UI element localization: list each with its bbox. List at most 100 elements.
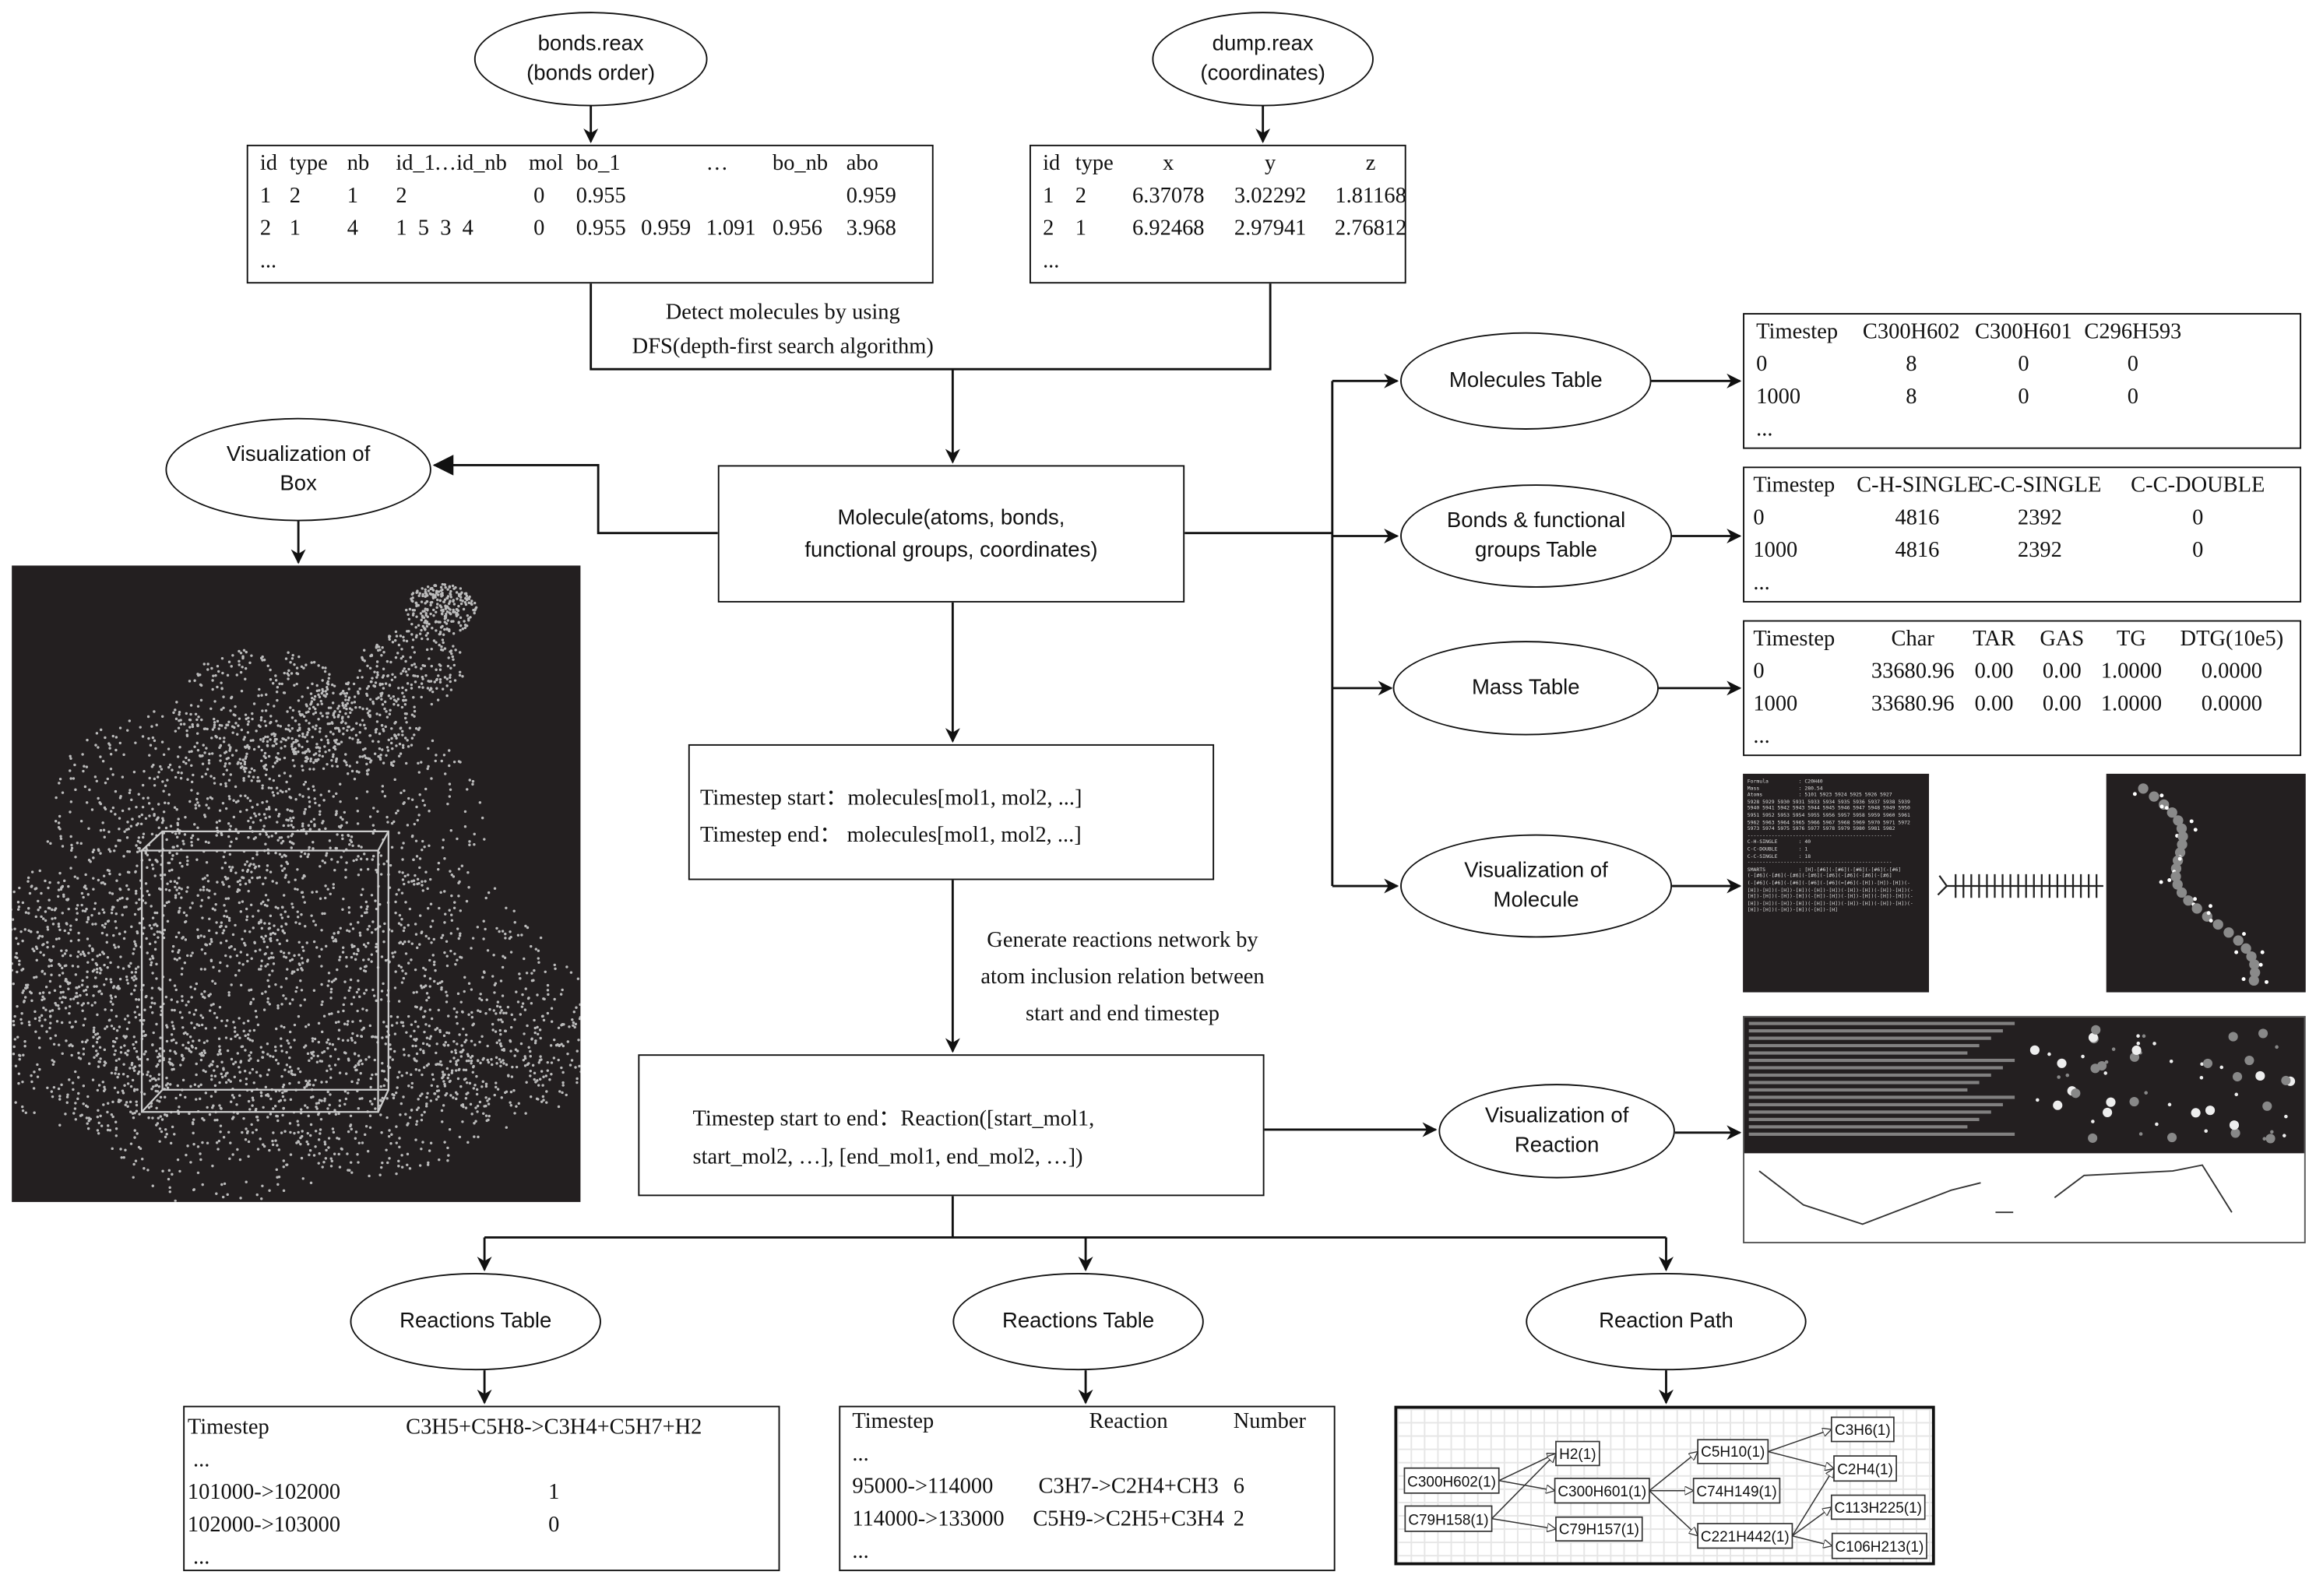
atom-dot <box>286 808 289 811</box>
atom-dot <box>546 1011 550 1015</box>
atom-dot <box>326 1090 329 1094</box>
atom-dot <box>428 622 431 626</box>
atom-dot <box>459 1055 463 1058</box>
atom-dot <box>334 1113 338 1116</box>
atom-dot <box>35 958 38 962</box>
atom-dot <box>462 1049 465 1052</box>
table-cell: 1.81168 <box>1335 185 1406 209</box>
atom-dot <box>51 1063 55 1067</box>
atom-dot <box>299 1108 303 1111</box>
atom-dot <box>239 766 243 769</box>
atom-dot <box>262 813 266 816</box>
atom-dot <box>272 962 276 965</box>
atom-dot <box>351 1032 354 1035</box>
atom-dot <box>300 912 303 916</box>
atom-dot <box>221 931 224 935</box>
atom-dot <box>171 854 174 857</box>
atom-dot <box>283 744 287 748</box>
atom-dot <box>207 841 210 845</box>
text-line <box>1748 1132 2015 1136</box>
atom-dot <box>170 1033 174 1036</box>
atom-dot <box>12 968 14 972</box>
atom-dot <box>417 814 421 817</box>
atom-dot <box>297 1067 300 1070</box>
atom-dot <box>118 741 122 745</box>
atom-dot <box>171 1021 174 1024</box>
atom-dot <box>499 1060 503 1063</box>
atom-dot <box>527 997 530 1000</box>
atom-dot <box>398 870 401 874</box>
atom-dot <box>19 1018 23 1021</box>
table-cell: 2.76812 <box>1334 216 1407 241</box>
atom-dot <box>238 663 241 666</box>
atom-dot <box>426 631 430 635</box>
atom-dot <box>239 951 242 954</box>
atom-dot <box>443 583 446 586</box>
atom-dot <box>550 1061 554 1064</box>
atom-dot <box>312 698 316 701</box>
atom-dot <box>438 599 442 603</box>
carbon-atom <box>2249 959 2260 970</box>
atom-dot <box>172 845 175 849</box>
atom-dot <box>100 951 104 954</box>
carbon-atom <box>2212 919 2223 930</box>
atom <box>2090 1063 2100 1074</box>
atom-dot <box>97 1065 100 1068</box>
info-line: 5940 5941 5942 5943 5944 5945 5946 5947 … <box>1747 805 1910 811</box>
atom-dot <box>445 994 449 997</box>
atom-dot <box>49 1014 52 1018</box>
atom-dot <box>523 1032 526 1035</box>
atom <box>2232 1071 2243 1082</box>
atom-dot <box>135 998 138 1001</box>
generate-network-note: Generate reactions network by atom inclu… <box>945 923 1300 1033</box>
atom-dot <box>44 1008 48 1011</box>
atom-dot <box>285 939 289 942</box>
atom-dot <box>126 1074 129 1078</box>
atom-dot <box>324 896 327 900</box>
atom-dot <box>579 1070 581 1074</box>
atom-dot <box>110 980 113 984</box>
atom-dot <box>399 672 403 675</box>
atom-dot <box>393 986 397 990</box>
atom-dot <box>347 911 351 914</box>
atom-dot <box>412 674 415 677</box>
atom-dot <box>307 852 310 856</box>
atom-dot <box>252 747 256 751</box>
atom-dot <box>91 850 95 854</box>
atom-dot <box>40 891 43 895</box>
table-cell: 0 <box>1756 353 1768 377</box>
atom-dot <box>119 1050 123 1054</box>
atom-dot <box>206 727 209 731</box>
atom-dot <box>235 673 238 677</box>
atom-dot <box>135 1040 138 1044</box>
atom-dot <box>21 967 25 971</box>
atom-dot <box>428 810 431 813</box>
atom-dot <box>397 733 400 736</box>
atom-dot <box>210 940 213 944</box>
atom-dot <box>305 941 308 944</box>
atom-dot <box>256 1148 260 1151</box>
atom-dot <box>301 732 304 736</box>
atom-dot <box>288 959 292 962</box>
atom-dot <box>309 759 312 763</box>
atom-dot <box>459 602 463 606</box>
atom-dot <box>58 985 62 988</box>
info-line: C-H-SINGLE : 40 <box>1747 838 1811 845</box>
atom-dot <box>340 740 343 744</box>
atom-dot <box>370 680 373 684</box>
atom-dot <box>294 888 297 891</box>
atom-dot <box>454 1051 458 1055</box>
atom-dot <box>75 907 79 910</box>
atom-dot <box>440 1109 444 1113</box>
atom-dot <box>308 1079 311 1083</box>
atom-dot <box>495 1012 498 1015</box>
atom-dot <box>159 1005 163 1009</box>
atom-dot <box>359 1059 363 1062</box>
atom-dot <box>299 1142 302 1146</box>
atom-dot <box>57 888 61 891</box>
atom-dot <box>289 661 292 664</box>
atom-dot <box>321 679 324 682</box>
atom-dot <box>164 784 167 787</box>
atom-dot <box>128 1021 131 1025</box>
